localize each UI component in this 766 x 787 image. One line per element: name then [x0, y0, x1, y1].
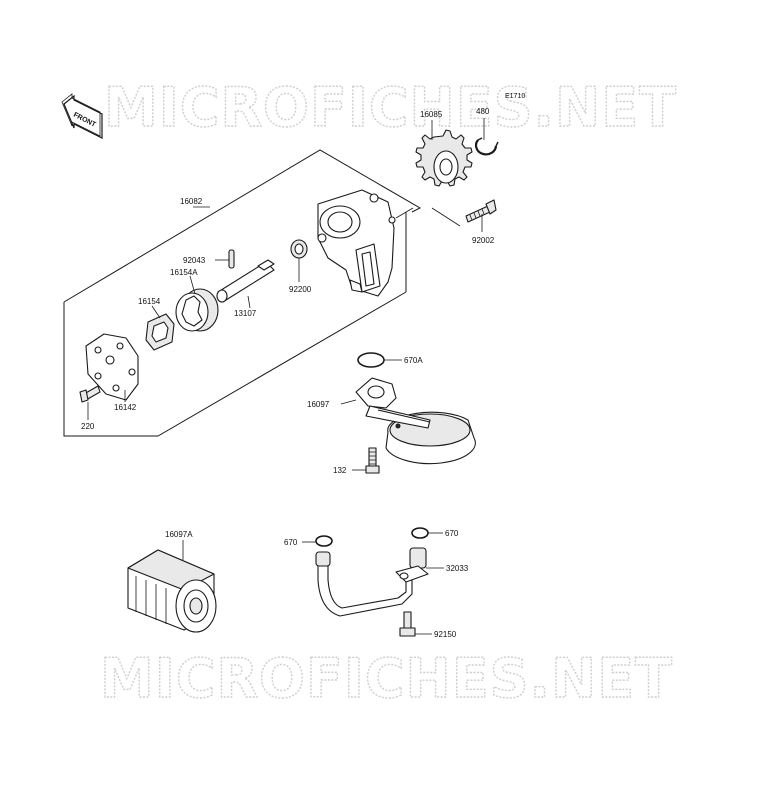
diagram-code: E1710: [505, 93, 525, 100]
pipe-32033: [315, 547, 429, 617]
label-92002: 92002: [472, 236, 495, 245]
watermark-bottom: MICROFICHES.NET: [100, 647, 673, 710]
label-16082: 16082: [180, 197, 203, 206]
bolt-92002: [465, 199, 497, 223]
label-92043: 92043: [183, 256, 206, 265]
label-220: 220: [81, 422, 95, 431]
pin-92043: [228, 249, 235, 269]
label-92150: 92150: [434, 630, 457, 639]
pump-body: [317, 189, 396, 297]
shaft-13107: [216, 259, 275, 303]
label-670-left: 670: [284, 538, 298, 547]
bolt-92150: [399, 611, 416, 637]
gear-16085: [415, 129, 473, 187]
label-32033: 32033: [446, 564, 469, 573]
assembly-frame: [63, 149, 461, 437]
label-16097: 16097: [307, 400, 330, 409]
oring-670-right: [411, 527, 429, 539]
label-16085: 16085: [420, 110, 443, 119]
label-480: 480: [476, 107, 490, 116]
outer-rotor-16154A: [175, 288, 219, 332]
label-16142: 16142: [114, 403, 137, 412]
bolt-132: [365, 447, 380, 474]
label-670-right: 670: [445, 529, 459, 538]
oring-670A: [357, 352, 385, 368]
label-13107: 13107: [234, 309, 257, 318]
label-670A: 670A: [404, 356, 423, 365]
bolt-220: [79, 385, 101, 403]
oring-670-left: [315, 535, 333, 547]
oil-filter-16097A: [127, 549, 217, 633]
leader-lines: [87, 118, 485, 635]
watermark-top: MICROFICHES.NET: [104, 76, 677, 139]
label-16097A: 16097A: [165, 530, 193, 539]
label-16154A: 16154A: [170, 268, 198, 277]
inner-rotor-16154: [145, 313, 175, 351]
cover-16142: [85, 333, 139, 401]
circlip-480: [474, 137, 499, 156]
front-arrow-icon: FRONT: [61, 93, 103, 139]
strainer-16097: [355, 377, 476, 465]
label-92200: 92200: [289, 285, 312, 294]
washer-92200: [290, 239, 308, 259]
label-132: 132: [333, 466, 347, 475]
label-16154: 16154: [138, 297, 161, 306]
